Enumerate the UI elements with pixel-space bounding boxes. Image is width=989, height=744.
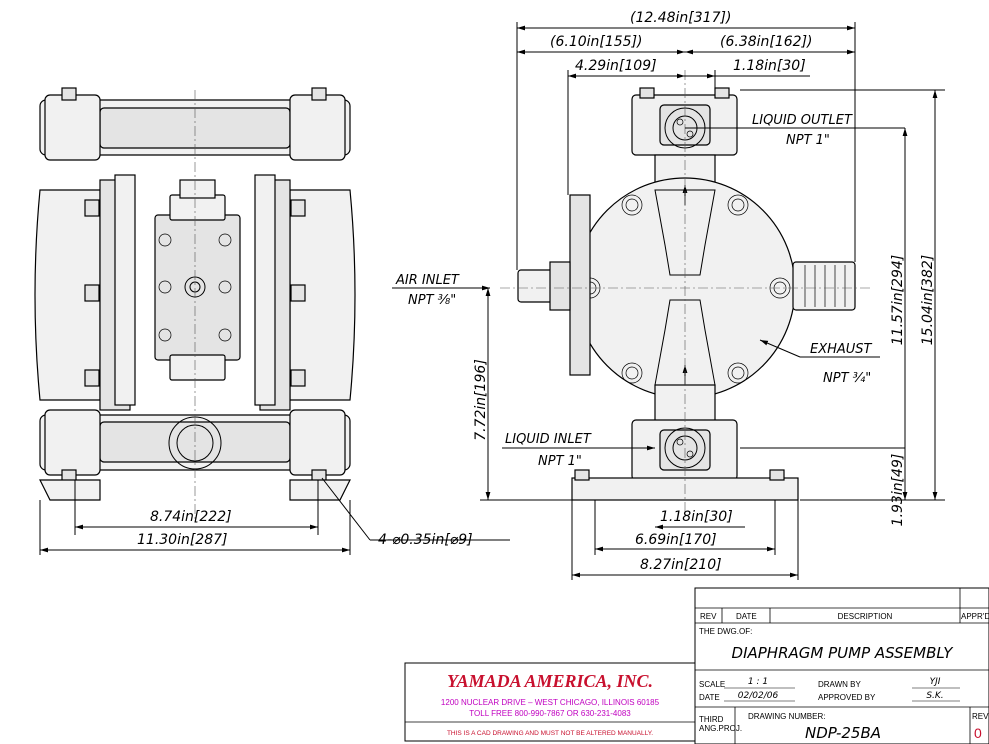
dwg-of-label: THE DWG.OF: <box>699 627 752 636</box>
rev-header: REV <box>700 612 717 621</box>
dimension-lines <box>39 22 945 580</box>
dim-overall-depth-side: 8.27in[210] <box>640 557 722 573</box>
company-phone: TOLL FREE 800-990-7867 OR 630-231-4083 <box>469 709 631 718</box>
callouts: LIQUID OUTLET NPT 1" AIR INLET NPT ⅜" EX… <box>395 113 873 469</box>
dim-mount-holes: 4-⌀0.35in[⌀9] <box>378 532 473 548</box>
dim-overall-width-front: 11.30in[287] <box>137 532 228 548</box>
projection-line2: ANG.PROJ. <box>699 724 742 733</box>
dim-right-half: (6.38in[162]) <box>720 34 813 50</box>
company-address: 1200 NUCLEAR DRIVE – WEST CHICAGO, ILLIN… <box>441 698 660 707</box>
dim-height-outlet: 11.57in[294] <box>890 255 906 346</box>
approved-by-value: S.K. <box>926 691 943 701</box>
description-header: DESCRIPTION <box>838 612 893 621</box>
liquid-inlet-size: NPT 1" <box>538 454 582 469</box>
rev-value: 0 <box>974 725 982 741</box>
approved-by-label: APPROVED BY <box>818 693 876 702</box>
dim-air-offset: 4.29in[109] <box>575 58 657 74</box>
drawing-number: NDP-25BA <box>805 724 881 742</box>
projection-line1: THIRD <box>699 715 724 724</box>
dim-overall-width: (12.48in[317]) <box>630 10 731 26</box>
appr-header: APPR'D <box>961 612 989 621</box>
company-name: YAMADA AMERICA, INC. <box>447 671 653 691</box>
drawing-number-label: DRAWING NUMBER: <box>748 712 825 721</box>
dim-base-height: 1.93in[49] <box>890 454 906 527</box>
dim-mount-spacing-front: 8.74in[222] <box>150 509 232 525</box>
exhaust-size: NPT ¾" <box>823 371 871 386</box>
air-inlet-title: AIR INLET <box>395 273 460 288</box>
drawn-by-value: YJI <box>930 677 941 687</box>
title-block: REV DATE DESCRIPTION APPR'D THE DWG.OF: … <box>694 587 989 744</box>
drawn-by-label: DRAWN BY <box>818 680 861 689</box>
cad-warning: THIS IS A CAD DRAWING AND MUST NOT BE AL… <box>447 730 653 737</box>
exhaust-title: EXHAUST <box>810 342 873 357</box>
liquid-inlet-title: LIQUID INLET <box>505 432 592 447</box>
liquid-outlet-title: LIQUID OUTLET <box>752 113 853 128</box>
liquid-outlet-size: NPT 1" <box>786 133 830 148</box>
date-value: 02/02/06 <box>738 691 779 701</box>
dim-height-inlet: 7.72in[196] <box>473 359 489 441</box>
date-header: DATE <box>736 612 757 621</box>
front-view <box>34 87 356 520</box>
date-label: DATE <box>699 693 720 702</box>
dimension-text: (12.48in[317]) (6.10in[155]) (6.38in[162… <box>137 10 936 573</box>
dim-inlet-offset: 1.18in[30] <box>660 509 733 525</box>
dim-outlet-offset: 1.18in[30] <box>733 58 806 74</box>
scale-value: 1 : 1 <box>748 677 768 687</box>
dim-left-half: (6.10in[155]) <box>550 34 643 50</box>
scale-label: SCALE <box>699 680 725 689</box>
dim-mount-spacing-side: 6.69in[170] <box>635 532 717 548</box>
company-block: YAMADA AMERICA, INC. 1200 NUCLEAR DRIVE … <box>404 662 696 742</box>
dim-overall-height: 15.04in[382] <box>920 255 936 346</box>
drawing-title: DIAPHRAGM PUMP ASSEMBLY <box>732 644 955 662</box>
side-view <box>500 70 870 520</box>
rev-label: REV <box>972 712 989 721</box>
air-inlet-size: NPT ⅜" <box>408 293 456 308</box>
